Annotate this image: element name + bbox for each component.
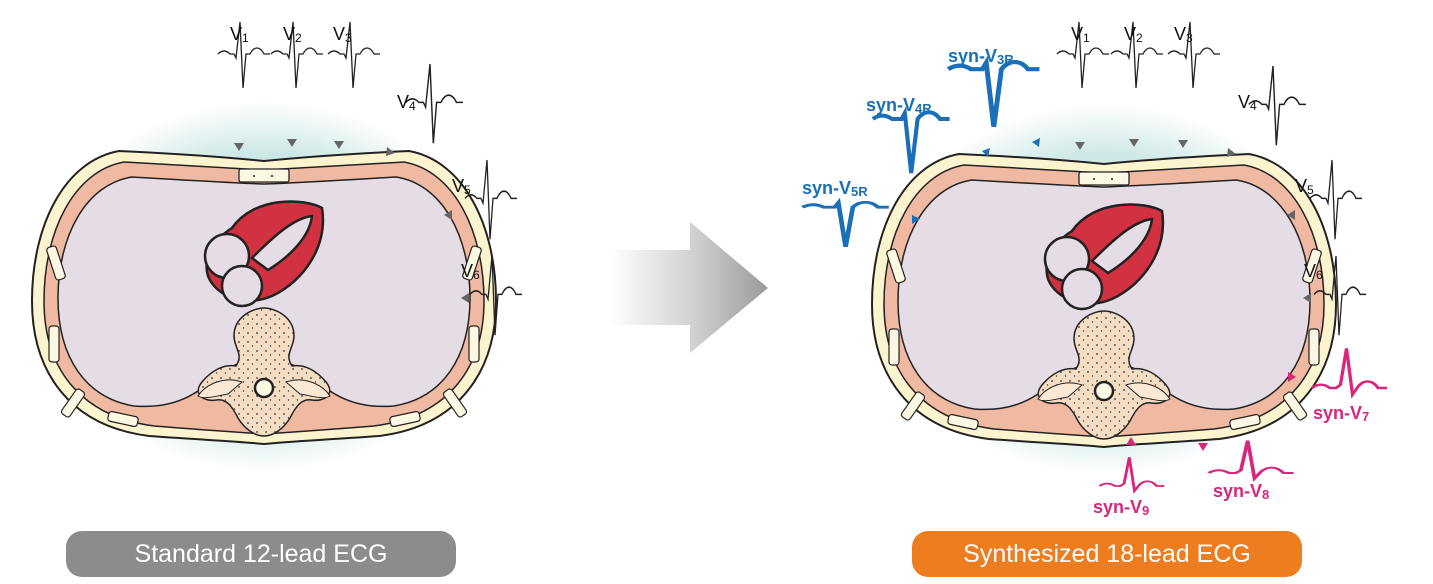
lead-label-v1: V1 [230,24,249,45]
posterior-electrode-markers [1126,372,1296,451]
lead-label-v6: V6 [461,261,480,282]
right-sided-electrode-markers [912,138,1040,224]
synthesized-ecg-caption: Synthesized 18-lead ECG [912,531,1302,577]
lead-label-v3: V3 [333,24,352,45]
lead-label-v5: V5 [1295,176,1314,197]
lead-label-syn-v8: syn-V8 [1213,481,1269,502]
lead-label-syn-v4r: syn-V4R [866,95,932,116]
lead-label-v4: V4 [1238,92,1257,113]
lead-label-v5: V5 [452,176,471,197]
lead-label-syn-v3r: syn-V3R [948,46,1014,67]
synthesized-torso-diagram [870,102,1338,476]
lead-label-v2: V2 [1124,24,1143,45]
lead-label-syn-v9: syn-V9 [1093,497,1149,518]
lead-label-v4: V4 [397,92,416,113]
lead-label-syn-v5r: syn-V5R [802,178,868,199]
posterior-lead-labels: syn-V7 syn-V8 syn-V9 [1093,403,1369,518]
synthesized-standard-lead-labels: V1 V2 V3 V4 V5 V6 [1071,24,1323,282]
synthesized-standard-electrode-markers [1075,139,1311,303]
lead-label-v2: V2 [283,24,302,45]
standard-torso-diagram [30,99,498,473]
lead-label-v3: V3 [1174,24,1193,45]
standard-ecg-caption: Standard 12-lead ECG [66,531,456,577]
lead-label-v1: V1 [1071,24,1090,45]
right-arrow-icon [610,222,768,353]
standard-lead-labels: V1 V2 V3 V4 V5 V6 [230,24,480,282]
standard-electrode-markers [234,139,469,303]
right-sided-lead-labels: syn-V3R syn-V4R syn-V5R [802,46,1014,199]
lead-label-syn-v7: syn-V7 [1313,403,1369,424]
lead-label-v6: V6 [1304,261,1323,282]
